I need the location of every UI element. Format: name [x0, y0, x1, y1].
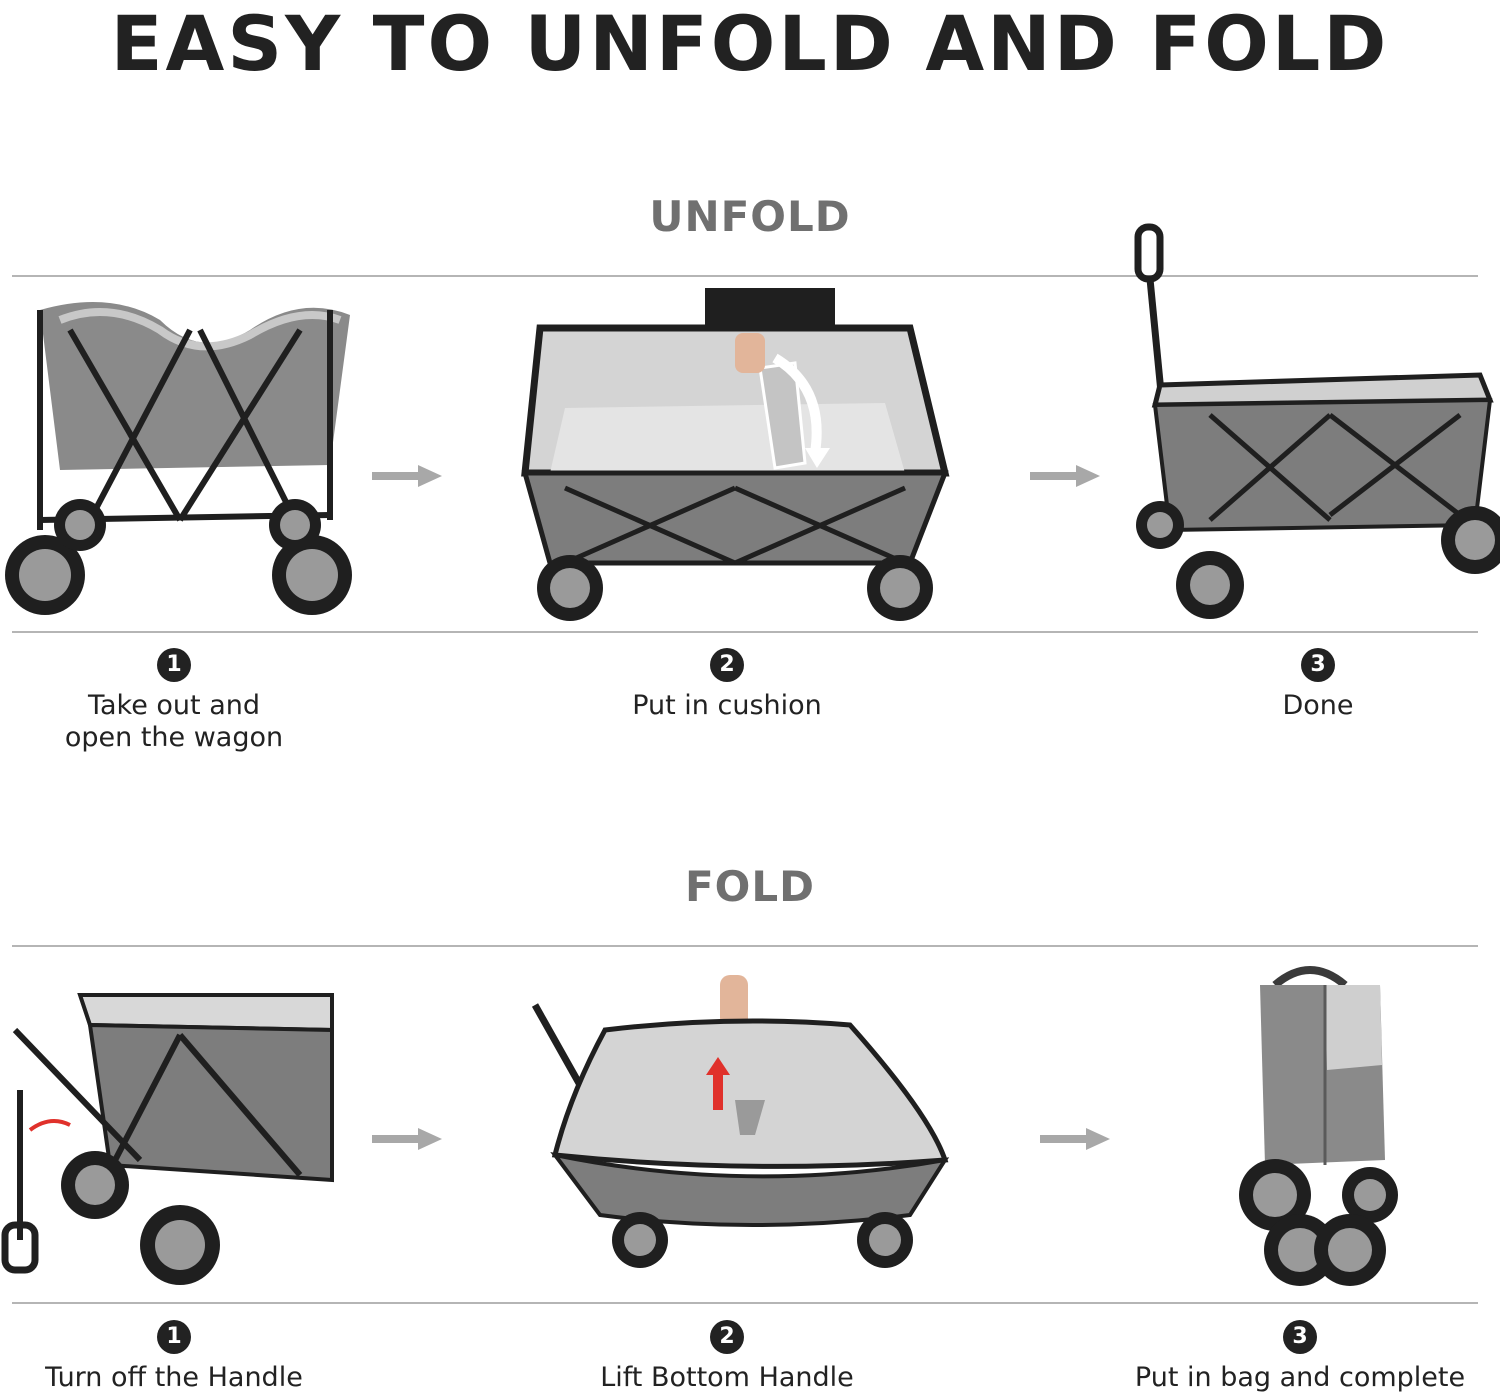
arrow-right-icon: [372, 1128, 442, 1150]
wheel-icon: [1136, 501, 1500, 619]
step-caption: Put in cushion: [632, 690, 822, 721]
step-number-badge: 2: [710, 648, 744, 682]
fold-step2: 2 Lift Bottom Handle: [517, 1320, 937, 1394]
unfold-heading: UNFOLD: [649, 192, 851, 241]
step-number-badge: 3: [1301, 648, 1335, 682]
wheel-icon: [612, 1212, 913, 1268]
step-caption: Turn off the Handle: [45, 1362, 303, 1393]
wheel-icon: [61, 1151, 220, 1285]
arrow-right-icon: [1030, 465, 1100, 487]
fold-bottom-divider: [12, 1302, 1478, 1304]
unfold-step3-photo: [1134, 223, 1500, 619]
wheel-icon: [5, 499, 352, 615]
unfold-step2-photo: [521, 288, 950, 621]
step-caption: Take out and open the wagon: [64, 690, 284, 753]
step-caption: Put in bag and complete: [1134, 1362, 1466, 1393]
unfold-step3: 3 Done: [1108, 648, 1500, 722]
fold-step3-photo: [1239, 966, 1398, 1286]
step-number-badge: 1: [157, 1320, 191, 1354]
fold-step1-photo: [1, 993, 334, 1285]
fold-step1: 1 Turn off the Handle: [0, 1320, 384, 1394]
wheel-icon: [1239, 1159, 1398, 1286]
fold-top-divider: [12, 945, 1478, 947]
arrow-right-icon: [372, 465, 442, 487]
unfold-step1: 1 Take out and open the wagon: [0, 648, 384, 754]
arrow-right-icon: [1040, 1128, 1110, 1150]
step-number-badge: 3: [1283, 1320, 1317, 1354]
wheel-icon: [537, 555, 933, 621]
step-number-badge: 1: [157, 648, 191, 682]
page-title: EASY TO UNFOLD AND FOLD: [110, 0, 1390, 88]
step-caption: Done: [1282, 690, 1354, 721]
step-number-badge: 2: [710, 1320, 744, 1354]
unfold-top-divider: [12, 275, 1478, 277]
step-caption: Lift Bottom Handle: [600, 1362, 854, 1393]
fold-step2-photo: [531, 975, 950, 1268]
unfold-step1-photo: [5, 302, 352, 615]
fold-heading: FOLD: [684, 862, 816, 911]
unfold-bottom-divider: [12, 631, 1478, 633]
unfold-step2: 2 Put in cushion: [517, 648, 937, 722]
fold-step3: 3 Put in bag and complete: [1090, 1320, 1500, 1394]
